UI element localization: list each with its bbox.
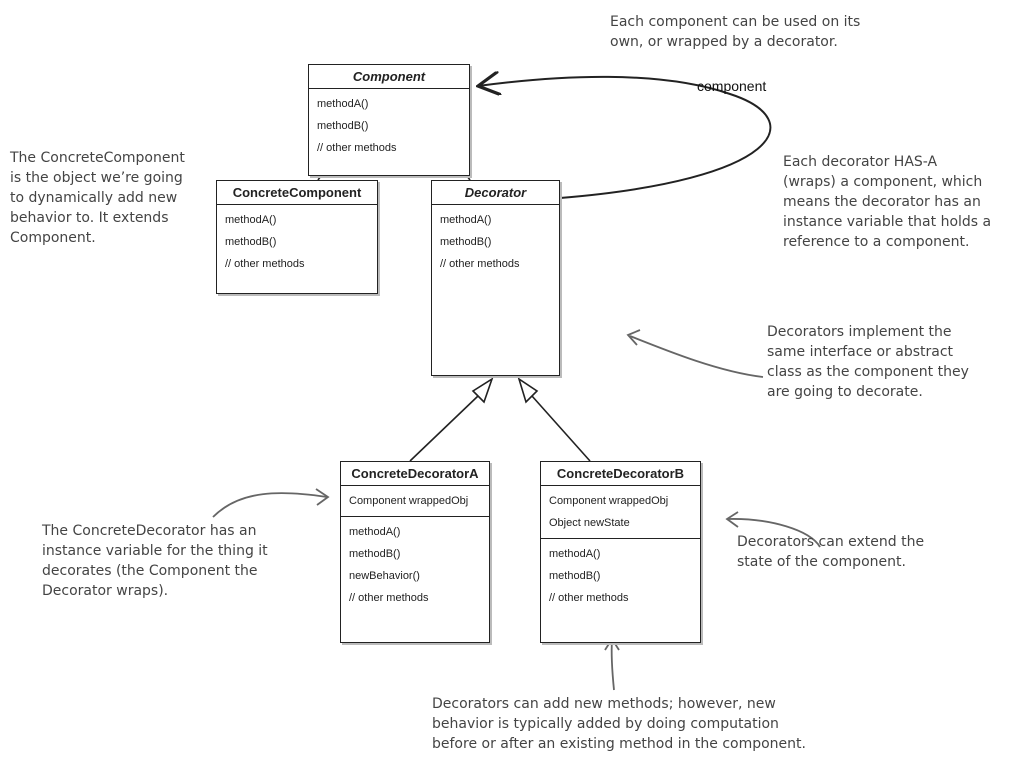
class-name: ConcreteComponent — [217, 181, 377, 205]
note-new-methods: Decorators can add new methods; however,… — [432, 694, 806, 754]
annotation-arrowhead-implement — [626, 329, 641, 346]
method: methodB() — [317, 120, 369, 132]
method: methodB() — [440, 236, 492, 248]
class-name: Decorator — [432, 181, 559, 205]
class-decorator: Decorator methodA() methodB() // other m… — [431, 180, 560, 376]
note-line: means the decorator has an — [783, 194, 981, 210]
inherit-triangle-concrete-decorator-a — [471, 377, 494, 404]
method: methodA() — [225, 214, 277, 226]
method: methodB() — [225, 236, 277, 248]
method: // other methods — [440, 258, 520, 270]
field: Component wrappedObj — [349, 495, 469, 507]
fields-section: Component wrappedObj Object newState — [541, 486, 700, 539]
class-concrete-decorator-a: ConcreteDecoratorA Component wrappedObj … — [340, 461, 490, 643]
note-line: reference to a component. — [783, 234, 970, 250]
inherit-line-concrete-decorator-b — [531, 395, 591, 462]
class-name: ConcreteDecoratorA — [341, 462, 489, 486]
note-line: is the object we’re going — [10, 170, 183, 186]
class-name: Component — [309, 65, 469, 89]
inherit-triangle-concrete-decorator-b — [517, 377, 539, 404]
annotation-arrowhead-concrete-decorator — [315, 488, 330, 506]
note-line: state of the component. — [737, 554, 906, 570]
annotation-arrow-extend-state — [727, 518, 821, 548]
method: methodA() — [440, 214, 492, 226]
method: methodA() — [549, 548, 601, 560]
class-concrete-component: ConcreteComponent methodA() methodB() //… — [216, 180, 378, 294]
note-line: decorates (the Component the — [42, 563, 258, 579]
note-line: before or after an existing method in th… — [432, 736, 806, 752]
note-line: Component. — [10, 230, 96, 246]
note-line: Decorator wraps). — [42, 583, 169, 599]
note-line: Each component can be used on its — [610, 14, 861, 30]
method: newBehavior() — [349, 570, 420, 582]
fields-section: Component wrappedObj — [341, 486, 489, 517]
field: Object newState — [549, 517, 630, 529]
note-line: own, or wrapped by a decorator. — [610, 34, 838, 50]
note-line: to dynamically add new — [10, 190, 178, 206]
methods-section: methodA() methodB() // other methods — [309, 89, 469, 163]
note-implement: Decorators implement the same interface … — [767, 322, 969, 402]
note-top-right: Each component can be used on its own, o… — [610, 12, 860, 52]
inherit-line-concrete-decorator-a — [409, 395, 479, 462]
note-line: Decorators can extend the — [737, 534, 925, 550]
note-line: behavior is typically added by doing com… — [432, 716, 779, 732]
note-line: (wraps) a component, which — [783, 174, 983, 190]
association-label: component — [697, 78, 767, 94]
method: // other methods — [349, 592, 429, 604]
methods-section: methodA() methodB() // other methods — [541, 539, 700, 613]
note-line: instance variable for the thing it — [42, 543, 268, 559]
methods-section: methodA() methodB() // other methods — [217, 205, 377, 279]
method: methodB() — [349, 548, 401, 560]
class-component: Component methodA() methodB() // other m… — [308, 64, 470, 176]
note-line: instance variable that holds a — [783, 214, 992, 230]
annotation-arrow-concrete-decorator — [212, 492, 328, 518]
note-line: same interface or abstract — [767, 344, 954, 360]
method: methodA() — [349, 526, 401, 538]
note-line: Decorators implement the — [767, 324, 952, 340]
note-line: Each decorator HAS-A — [783, 154, 938, 170]
class-name: ConcreteDecoratorB — [541, 462, 700, 486]
class-concrete-decorator-b: ConcreteDecoratorB Component wrappedObj … — [540, 461, 701, 643]
note-line: are going to decorate. — [767, 384, 923, 400]
annotation-arrow-new-methods — [610, 639, 615, 691]
methods-section: methodA() methodB() newBehavior() // oth… — [341, 517, 489, 613]
note-extend-state: Decorators can extend the state of the c… — [737, 532, 924, 572]
association-arrow-component — [478, 77, 772, 199]
field: Component wrappedObj — [549, 495, 669, 507]
method: // other methods — [549, 592, 629, 604]
note-line: behavior to. It extends — [10, 210, 169, 226]
note-concrete-component: The ConcreteComponent is the object we’r… — [10, 148, 185, 248]
note-has-a: Each decorator HAS-A (wraps) a component… — [783, 152, 991, 252]
note-concrete-decorator: The ConcreteDecorator has an instance va… — [42, 521, 268, 601]
method: methodB() — [549, 570, 601, 582]
annotation-arrow-implement — [629, 335, 764, 378]
annotation-arrowhead-extend-state — [725, 511, 739, 528]
note-line: class as the component they — [767, 364, 969, 380]
note-line: Decorators can add new methods; however,… — [432, 696, 776, 712]
method: // other methods — [317, 142, 397, 154]
methods-section: methodA() methodB() // other methods — [432, 205, 559, 279]
note-line: The ConcreteComponent — [10, 150, 185, 166]
method: methodA() — [317, 98, 369, 110]
method: // other methods — [225, 258, 305, 270]
note-line: The ConcreteDecorator has an — [42, 523, 257, 539]
